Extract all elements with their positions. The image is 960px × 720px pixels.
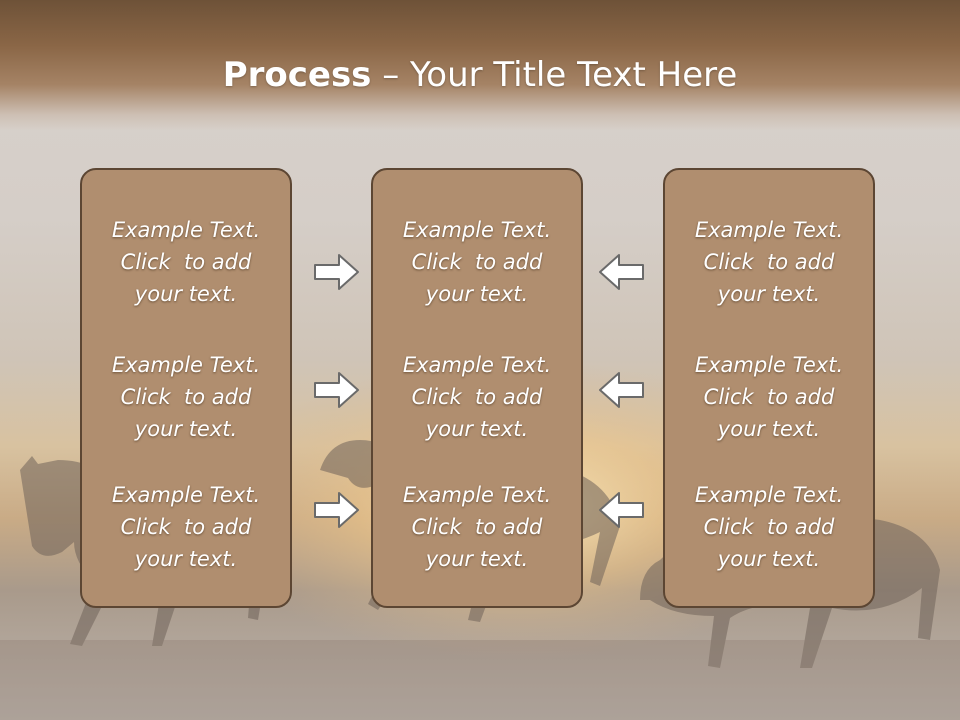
text-line: Example Text. bbox=[111, 218, 261, 242]
text-line: your text. bbox=[134, 282, 238, 306]
text-line: Click to add bbox=[120, 385, 252, 409]
text-line: your text. bbox=[134, 547, 238, 571]
title-bold-word: Process bbox=[222, 55, 372, 95]
text-line: Click to add bbox=[703, 515, 835, 539]
slide-title[interactable]: Process – Your Title Text Here bbox=[0, 52, 960, 98]
text-line: Example Text. bbox=[694, 353, 844, 377]
text-line: your text. bbox=[717, 417, 821, 441]
text-line: Example Text. bbox=[694, 483, 844, 507]
text-line: your text. bbox=[425, 547, 529, 571]
text-block[interactable]: Example Text. Click to add your text. bbox=[82, 349, 290, 445]
arrow-left-icon[interactable] bbox=[597, 490, 645, 530]
text-block[interactable]: Example Text. Click to add your text. bbox=[373, 479, 581, 575]
text-line: your text. bbox=[717, 547, 821, 571]
text-line: your text. bbox=[717, 282, 821, 306]
text-line: Click to add bbox=[703, 385, 835, 409]
text-line: Example Text. bbox=[111, 353, 261, 377]
text-block[interactable]: Example Text. Click to add your text. bbox=[373, 349, 581, 445]
title-bar bbox=[0, 0, 960, 130]
text-line: Click to add bbox=[411, 515, 543, 539]
text-line: your text. bbox=[425, 282, 529, 306]
text-line: Click to add bbox=[120, 515, 252, 539]
text-line: Click to add bbox=[411, 385, 543, 409]
text-line: Click to add bbox=[703, 250, 835, 274]
text-line: your text. bbox=[425, 417, 529, 441]
text-line: Example Text. bbox=[111, 483, 261, 507]
title-rest: – Your Title Text Here bbox=[371, 55, 738, 95]
text-line: Click to add bbox=[120, 250, 252, 274]
text-line: Example Text. bbox=[402, 483, 552, 507]
process-box-right[interactable]: Example Text. Click to add your text. Ex… bbox=[663, 168, 875, 608]
arrow-right-icon[interactable] bbox=[313, 490, 361, 530]
text-line: Example Text. bbox=[402, 353, 552, 377]
arrow-left-icon[interactable] bbox=[597, 252, 645, 292]
arrow-right-icon[interactable] bbox=[313, 252, 361, 292]
text-block[interactable]: Example Text. Click to add your text. bbox=[665, 349, 873, 445]
text-line: Example Text. bbox=[402, 218, 552, 242]
text-line: Example Text. bbox=[694, 218, 844, 242]
text-block[interactable]: Example Text. Click to add your text. bbox=[373, 214, 581, 310]
process-box-left[interactable]: Example Text. Click to add your text. Ex… bbox=[80, 168, 292, 608]
text-block[interactable]: Example Text. Click to add your text. bbox=[82, 479, 290, 575]
text-block[interactable]: Example Text. Click to add your text. bbox=[665, 214, 873, 310]
text-line: Click to add bbox=[411, 250, 543, 274]
text-block[interactable]: Example Text. Click to add your text. bbox=[665, 479, 873, 575]
arrow-left-icon[interactable] bbox=[597, 370, 645, 410]
text-block[interactable]: Example Text. Click to add your text. bbox=[82, 214, 290, 310]
process-box-center[interactable]: Example Text. Click to add your text. Ex… bbox=[371, 168, 583, 608]
text-line: your text. bbox=[134, 417, 238, 441]
arrow-right-icon[interactable] bbox=[313, 370, 361, 410]
